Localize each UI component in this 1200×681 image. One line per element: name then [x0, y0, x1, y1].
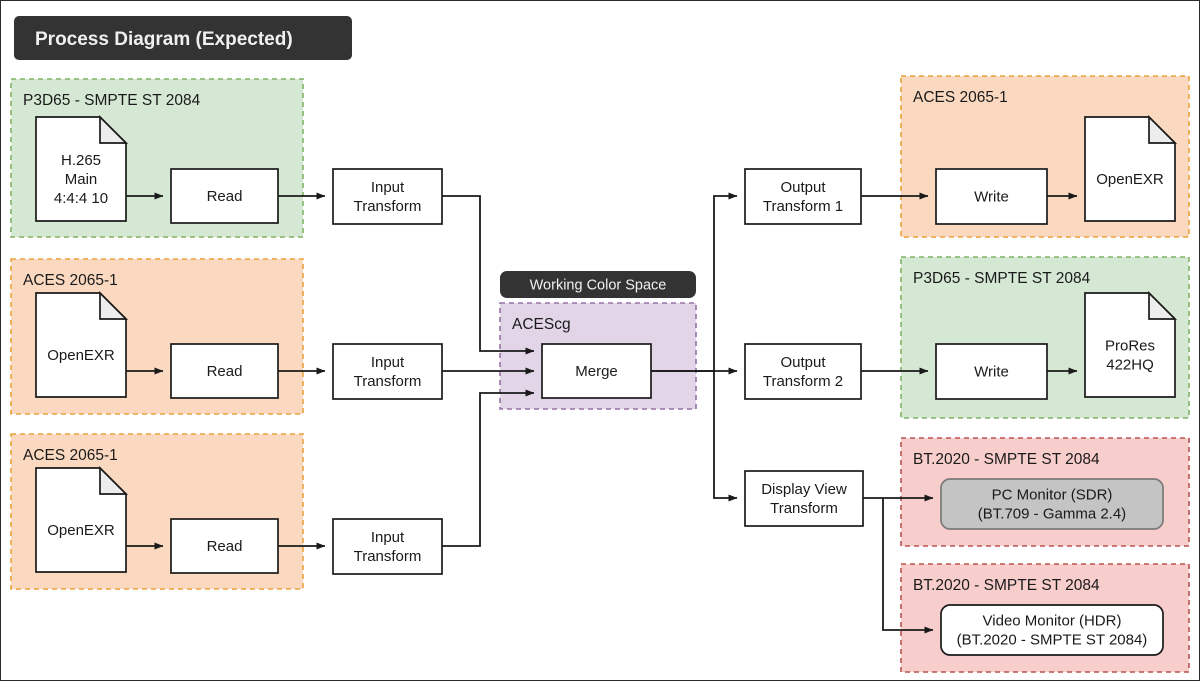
section-pills: Working Color Space — [500, 271, 696, 298]
pc-monitor-shape — [940, 478, 1164, 530]
output-transform-1-label-1: Transform 1 — [763, 198, 843, 215]
video-monitor-shape — [940, 604, 1164, 656]
doc-openexr-out[interactable]: OpenEXR — [1084, 114, 1178, 222]
doc-openexr-in-1-label-0: OpenEXR — [47, 347, 115, 364]
read-2-label-0: Read — [207, 363, 243, 380]
output-transform-2-label-0: Output — [780, 354, 826, 371]
write-1-label-0: Write — [974, 189, 1009, 206]
title-bar-background — [14, 16, 352, 60]
page-fold-icon — [1148, 114, 1178, 144]
group-input-aces-2-label: ACES 2065-1 — [23, 447, 118, 464]
working-color-space-pill: Working Color Space — [500, 271, 696, 298]
doc-openexr-in-1[interactable]: OpenEXR — [35, 290, 129, 398]
display-view-transform-shape — [744, 470, 864, 527]
output-transform-2-label-1: Transform 2 — [763, 373, 843, 390]
edge-it3-merge — [442, 389, 535, 547]
merge[interactable]: Merge — [541, 343, 652, 399]
doc-prores-label-0: ProRes — [1105, 338, 1155, 355]
working-color-space-pill-background — [500, 271, 696, 298]
group-output-video-monitor-label: BT.2020 - SMPTE ST 2084 — [913, 577, 1100, 594]
input-transform-2-label-0: Input — [371, 354, 405, 371]
page-title: Process Diagram (Expected) — [35, 29, 293, 50]
read-3[interactable]: Read — [170, 518, 279, 574]
video-monitor-label-1: (BT.2020 - SMPTE ST 2084) — [957, 632, 1148, 649]
input-transform-3-label-1: Transform — [354, 548, 422, 565]
page-fold-icon — [99, 114, 129, 144]
output-transform-1-shape — [744, 168, 862, 225]
group-input-p3d65-label: P3D65 - SMPTE ST 2084 — [23, 92, 201, 109]
doc-prores[interactable]: ProRes 422HQ — [1084, 290, 1178, 398]
write-1-shape — [935, 168, 1048, 225]
working-color-space-pill-label: Working Color Space — [530, 278, 667, 294]
doc-openexr-in-2[interactable]: OpenEXR — [35, 465, 129, 573]
group-input-aces-1-label: ACES 2065-1 — [23, 272, 118, 289]
input-transform-3-label-0: Input — [371, 529, 405, 546]
edge-it1-merge — [442, 195, 535, 355]
input-transform-1-label-1: Transform — [354, 198, 422, 215]
page-fold-icon — [99, 465, 129, 495]
merge-shape — [541, 343, 652, 399]
pc-monitor-label-0: PC Monitor (SDR) — [992, 487, 1113, 504]
read-3-shape — [170, 518, 279, 574]
merge-label-0: Merge — [575, 363, 618, 380]
read-1-shape — [170, 168, 279, 224]
doc-openexr-in-2-label-0: OpenEXR — [47, 522, 115, 539]
read-2-shape — [170, 343, 279, 399]
video-monitor-label-0: Video Monitor (HDR) — [983, 613, 1122, 630]
group-output-p3d65-label: P3D65 - SMPTE ST 2084 — [913, 270, 1091, 287]
page-fold-icon — [1148, 290, 1178, 320]
read-3-label-0: Read — [207, 538, 243, 555]
write-2-shape — [935, 343, 1048, 400]
diagram-title-bar: Process Diagram (Expected) — [14, 16, 352, 60]
read-1-label-0: Read — [207, 188, 243, 205]
read-1[interactable]: Read — [170, 168, 279, 224]
group-output-aces-label: ACES 2065-1 — [913, 89, 1008, 106]
write-2[interactable]: Write — [935, 343, 1048, 400]
doc-h265-label-1: Main — [65, 171, 98, 188]
write-1[interactable]: Write — [935, 168, 1048, 225]
input-transform-2-shape — [332, 343, 443, 400]
pc-monitor-label-1: (BT.709 - Gamma 2.4) — [978, 506, 1126, 523]
output-transform-2-shape — [744, 343, 862, 400]
input-transform-1-label-0: Input — [371, 179, 405, 196]
page-fold-icon — [99, 290, 129, 320]
video-monitor[interactable]: Video Monitor (HDR) (BT.2020 - SMPTE ST 2… — [940, 604, 1164, 656]
doc-openexr-out-label-0: OpenEXR — [1096, 171, 1164, 188]
write-2-label-0: Write — [974, 364, 1009, 381]
connector-edges — [126, 192, 1078, 634]
doc-h265-label-0: H.265 — [61, 152, 101, 169]
edge-dvt-videomonitor — [882, 498, 934, 634]
group-output-pc-monitor-label: BT.2020 - SMPTE ST 2084 — [913, 451, 1100, 468]
display-view-transform-label-0: Display View — [761, 481, 847, 498]
doc-h265-label-2: 4:4:4 10 — [54, 190, 108, 207]
display-view-transform-label-1: Transform — [770, 500, 838, 517]
pc-monitor[interactable]: PC Monitor (SDR) (BT.709 - Gamma 2.4) — [940, 478, 1164, 530]
edge-merge-dvt — [713, 371, 738, 502]
input-transform-3-shape — [332, 518, 443, 575]
doc-prores-label-1: 422HQ — [1106, 357, 1154, 374]
read-2[interactable]: Read — [170, 343, 279, 399]
input-transform-1-shape — [332, 168, 443, 225]
group-acescg-label: ACEScg — [512, 316, 571, 333]
input-transform-2-label-1: Transform — [354, 373, 422, 390]
output-transform-1-label-0: Output — [780, 179, 826, 196]
